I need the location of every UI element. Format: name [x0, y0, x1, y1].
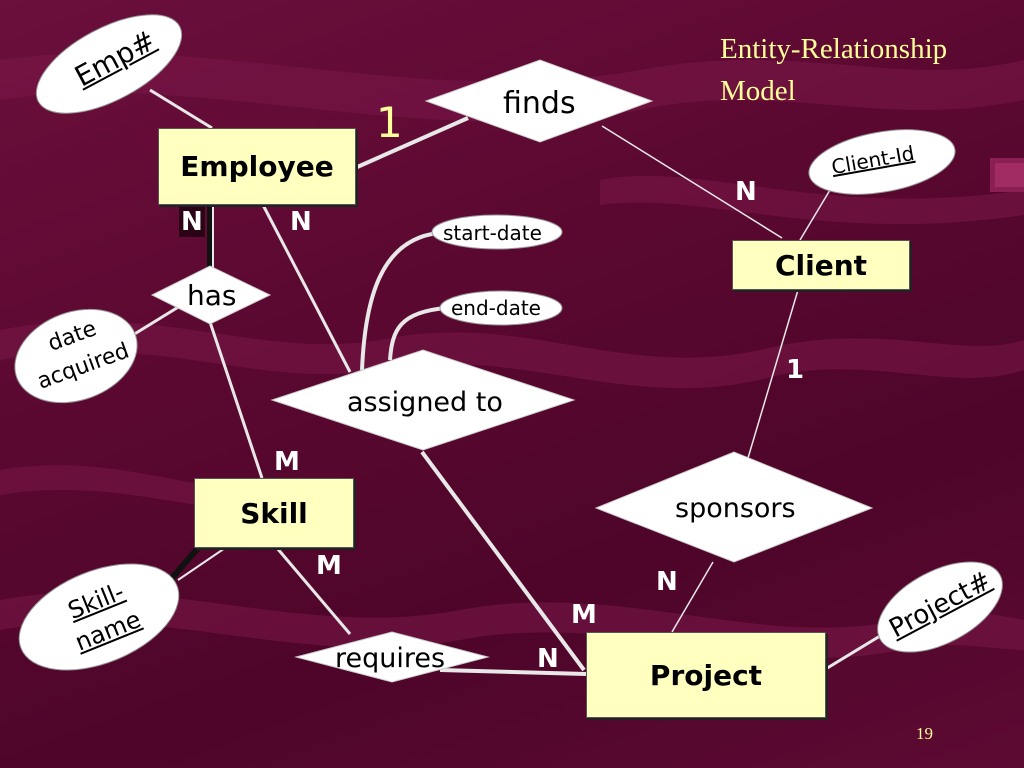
line-requires-project — [439, 668, 587, 676]
attribute-startdate-label: start-date — [443, 221, 542, 245]
relationship-has-label: has — [187, 279, 237, 312]
projectnum-ellipse — [877, 561, 1003, 653]
line-finds-client — [601, 125, 783, 239]
line-has-skill — [208, 321, 264, 479]
cardinality-client-sponsors: 1 — [786, 355, 805, 385]
line-skillname-skill-highlight — [177, 545, 229, 581]
cardinality-sponsors-project: N — [656, 567, 678, 597]
entity-skill: Skill — [194, 478, 354, 548]
empnum-ellipse — [35, 14, 183, 114]
relationship-finds-label: finds — [503, 86, 576, 121]
line-clientid-client — [799, 189, 831, 241]
cardinality-skill-requires: M — [316, 551, 342, 581]
entity-employee: Employee — [158, 128, 356, 205]
startdate-ellipse — [431, 214, 563, 250]
sponsors-diamond — [594, 451, 874, 563]
enddate-ellipse — [439, 290, 563, 326]
cardinality-finds-client: N — [735, 177, 757, 207]
entity-client: Client — [732, 240, 910, 290]
dateacquired-ellipse — [14, 308, 138, 404]
slide-title: Entity-Relationship Model — [720, 28, 947, 112]
line-employee-finds — [354, 116, 469, 170]
line-employee-assigned — [260, 202, 352, 373]
cardinality-employee-assigned: N — [290, 207, 312, 237]
title-line-1: Entity-Relationship — [720, 33, 948, 65]
relationship-requires-label: requires — [335, 643, 446, 674]
title-line-2: Model — [720, 75, 796, 107]
line-skillname-skill — [169, 546, 201, 580]
finds-diamond — [424, 59, 654, 143]
line-projectnum-project — [823, 634, 881, 672]
line-client-sponsors — [747, 289, 799, 459]
cardinality-requires-project: N — [537, 644, 559, 674]
relationship-sponsors-label: sponsors — [675, 493, 796, 524]
cardinality-assigned-project: M — [571, 600, 597, 630]
decorative-bar-shade — [995, 163, 1024, 187]
entity-client-label: Client — [774, 248, 868, 282]
entity-project: Project — [586, 632, 826, 718]
cardinality-employee-finds: 1 — [376, 98, 403, 147]
relationship-assigned-to-label: assigned to — [347, 387, 503, 418]
cardinality-has-skill: M — [274, 447, 300, 477]
cardinality-employee-has: N — [179, 207, 205, 237]
line-has-dateacquired — [127, 304, 181, 340]
entity-skill-label: Skill — [240, 496, 308, 530]
line-assigned-project — [420, 450, 586, 672]
attribute-ellipses — [14, 14, 1003, 671]
skillname-ellipse — [18, 563, 180, 671]
clientid-ellipse — [808, 129, 956, 195]
page-number: 19 — [916, 724, 933, 743]
line-sponsors-project — [671, 561, 714, 633]
relationship-diamonds — [150, 59, 874, 683]
connector-lines — [127, 88, 881, 676]
line-enddate-assigned — [388, 306, 447, 361]
line-empnum-employee — [149, 88, 213, 130]
assigned-to-diamond — [270, 349, 576, 451]
attribute-enddate-label: end-date — [451, 296, 541, 320]
line-skill-requires — [275, 547, 352, 635]
has-diamond — [150, 265, 272, 325]
requires-diamond — [294, 631, 490, 683]
entity-project-label: Project — [649, 658, 763, 692]
line-startdate-assigned — [360, 231, 439, 371]
entity-employee-label: Employee — [180, 150, 334, 183]
